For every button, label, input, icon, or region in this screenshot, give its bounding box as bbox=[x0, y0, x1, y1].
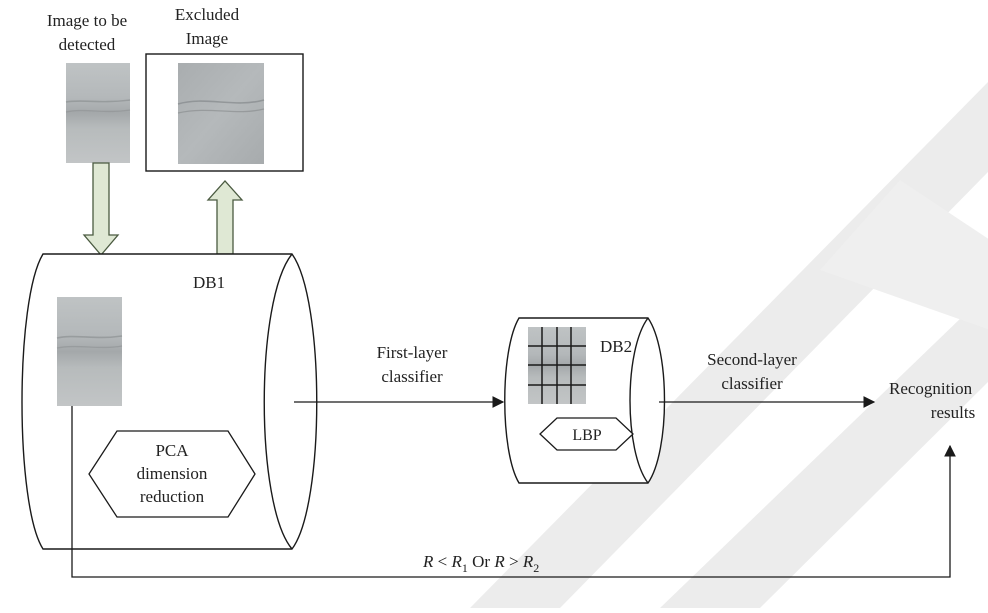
input-arrow bbox=[82, 162, 120, 257]
pca-hexagon bbox=[88, 430, 256, 518]
excluded-image bbox=[178, 63, 264, 164]
bypass-path bbox=[71, 406, 956, 578]
db1-image bbox=[56, 297, 123, 406]
input-image bbox=[65, 63, 131, 163]
second-layer-label-line2: classifier bbox=[721, 374, 783, 393]
excluded-arrow bbox=[206, 180, 244, 255]
pca-label-line2: dimension bbox=[137, 464, 208, 483]
lbp-hexagon bbox=[539, 417, 634, 451]
first-layer-label-line1: First-layer bbox=[377, 343, 448, 362]
recognition-label-line2: results bbox=[931, 403, 975, 422]
second-layer-label-line1: Second-layer bbox=[707, 350, 797, 369]
excluded-image-box bbox=[145, 53, 304, 172]
excluded-image-label-line1: Excluded bbox=[175, 5, 240, 24]
lbp-label: LBP bbox=[572, 427, 601, 444]
watermark-stroke-2 bbox=[660, 291, 988, 608]
pca-label-line3: reduction bbox=[140, 487, 205, 506]
lbp-grid-image bbox=[528, 327, 586, 404]
watermark-stroke-3 bbox=[820, 180, 988, 330]
first-layer-label-line2: classifier bbox=[381, 367, 443, 386]
input-image-label-line1: Image to be bbox=[47, 11, 127, 30]
db2-label: DB2 bbox=[600, 337, 632, 356]
condition-label: R < R1 Or R > R2 bbox=[422, 552, 539, 575]
excluded-image-label-line2: Image bbox=[186, 29, 228, 48]
recognition-label-line1: Recognition bbox=[889, 379, 973, 398]
pca-label-line1: PCA bbox=[155, 441, 189, 460]
input-image-label-line2: detected bbox=[59, 35, 116, 54]
db1-label: DB1 bbox=[193, 273, 225, 292]
